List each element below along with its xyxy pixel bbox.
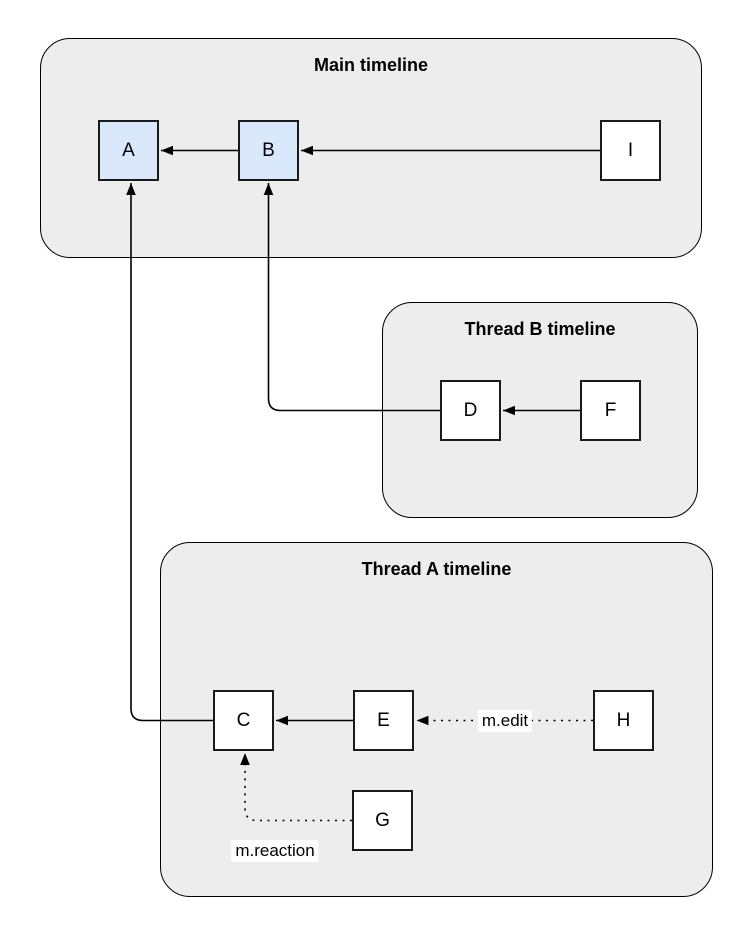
event-node-c: C	[213, 690, 274, 751]
event-node-f-label: F	[604, 399, 617, 421]
event-node-b-label: B	[262, 139, 275, 161]
event-node-h: H	[593, 690, 654, 751]
event-node-a: A	[98, 120, 159, 181]
event-node-b: B	[238, 120, 299, 181]
event-node-h-label: H	[616, 709, 631, 731]
event-node-i-label: I	[627, 139, 634, 161]
edge-g-to-c-dotted	[240, 753, 352, 822]
event-node-d-label: D	[463, 399, 478, 421]
event-node-f: F	[580, 380, 641, 441]
event-node-d: D	[440, 380, 501, 441]
edge-d-to-b	[263, 183, 440, 412]
thread-b-timeline-title: Thread B timeline	[464, 319, 616, 339]
main-timeline-title: Main timeline	[313, 55, 429, 75]
event-node-i: I	[600, 120, 661, 181]
edge-label-m-reaction: m.reaction	[231, 840, 319, 862]
event-node-g-label: G	[375, 809, 390, 831]
event-node-e-label: E	[377, 709, 390, 731]
edge-c-to-a	[126, 183, 213, 722]
event-node-c-label: C	[236, 709, 251, 731]
event-node-g: G	[352, 790, 413, 851]
thread-a-timeline-title: Thread A timeline	[361, 559, 512, 579]
event-node-e: E	[353, 690, 414, 751]
event-node-a-label: A	[122, 139, 135, 161]
edge-label-m-edit: m.edit	[477, 710, 533, 732]
